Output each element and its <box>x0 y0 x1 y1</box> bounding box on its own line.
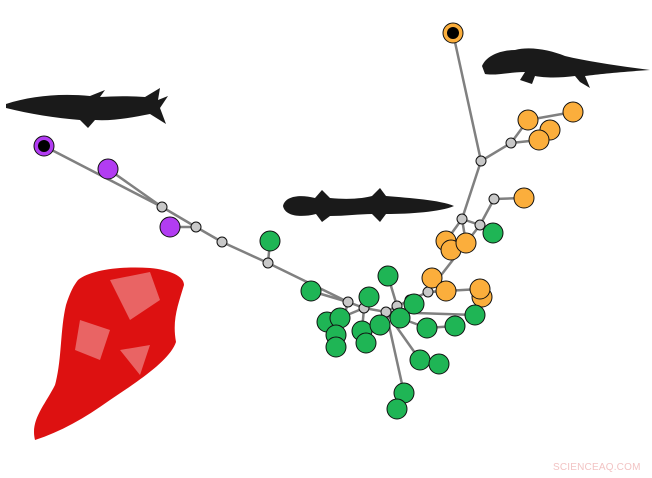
green-taxon-point <box>325 336 347 358</box>
orange-taxon-point <box>562 101 584 123</box>
ancestral-node <box>262 257 274 269</box>
salamander-silhouette-icon <box>283 188 454 222</box>
ancestral-node <box>505 137 517 149</box>
green-taxon-point <box>416 317 438 339</box>
root-marker <box>447 27 459 39</box>
reptile-silhouette-icon <box>482 48 650 88</box>
green-taxon-point <box>464 304 486 326</box>
green-taxon-point <box>444 315 466 337</box>
orange-taxon-point <box>517 109 539 131</box>
fish-silhouette-icon <box>6 88 168 128</box>
green-taxon-point <box>300 280 322 302</box>
orange-taxon-point <box>435 280 457 302</box>
tree-edge <box>451 32 483 162</box>
purple-taxon-point <box>159 216 181 238</box>
green-taxon-point <box>428 353 450 375</box>
orange-taxon-point <box>513 187 535 209</box>
ancestral-node <box>156 201 168 213</box>
ancestral-node <box>342 296 354 308</box>
green-taxon-point <box>358 286 380 308</box>
bone-3d-model-icon <box>34 267 184 440</box>
green-taxon-point <box>389 307 411 329</box>
green-taxon-point <box>355 332 377 354</box>
ancestral-node <box>422 286 434 298</box>
ancestral-node <box>474 219 486 231</box>
ancestral-node <box>456 213 468 225</box>
tree-edge <box>107 167 163 209</box>
tree-edge <box>480 141 512 163</box>
watermark: SCIENCEAQ.COM <box>553 462 641 473</box>
tree-edge <box>460 160 483 220</box>
orange-taxon-point <box>455 232 477 254</box>
ancestral-node <box>216 236 228 248</box>
green-taxon-point <box>403 293 425 315</box>
ancestral-node <box>488 193 500 205</box>
ancestral-node <box>475 155 487 167</box>
green-taxon-point <box>259 230 281 252</box>
tree-edge <box>161 205 197 229</box>
green-taxon-point <box>482 222 504 244</box>
orange-taxon-point <box>528 129 550 151</box>
green-taxon-point <box>409 349 431 371</box>
tree-nodes <box>33 22 584 420</box>
green-taxon-point <box>369 314 391 336</box>
ancestral-node <box>190 221 202 233</box>
green-taxon-point <box>377 265 399 287</box>
purple-taxon-point <box>97 158 119 180</box>
root-marker <box>38 140 50 152</box>
tree-edge <box>221 240 269 265</box>
orange-taxon-point <box>421 267 443 289</box>
orange-taxon-point <box>469 278 491 300</box>
green-taxon-point <box>386 398 408 420</box>
